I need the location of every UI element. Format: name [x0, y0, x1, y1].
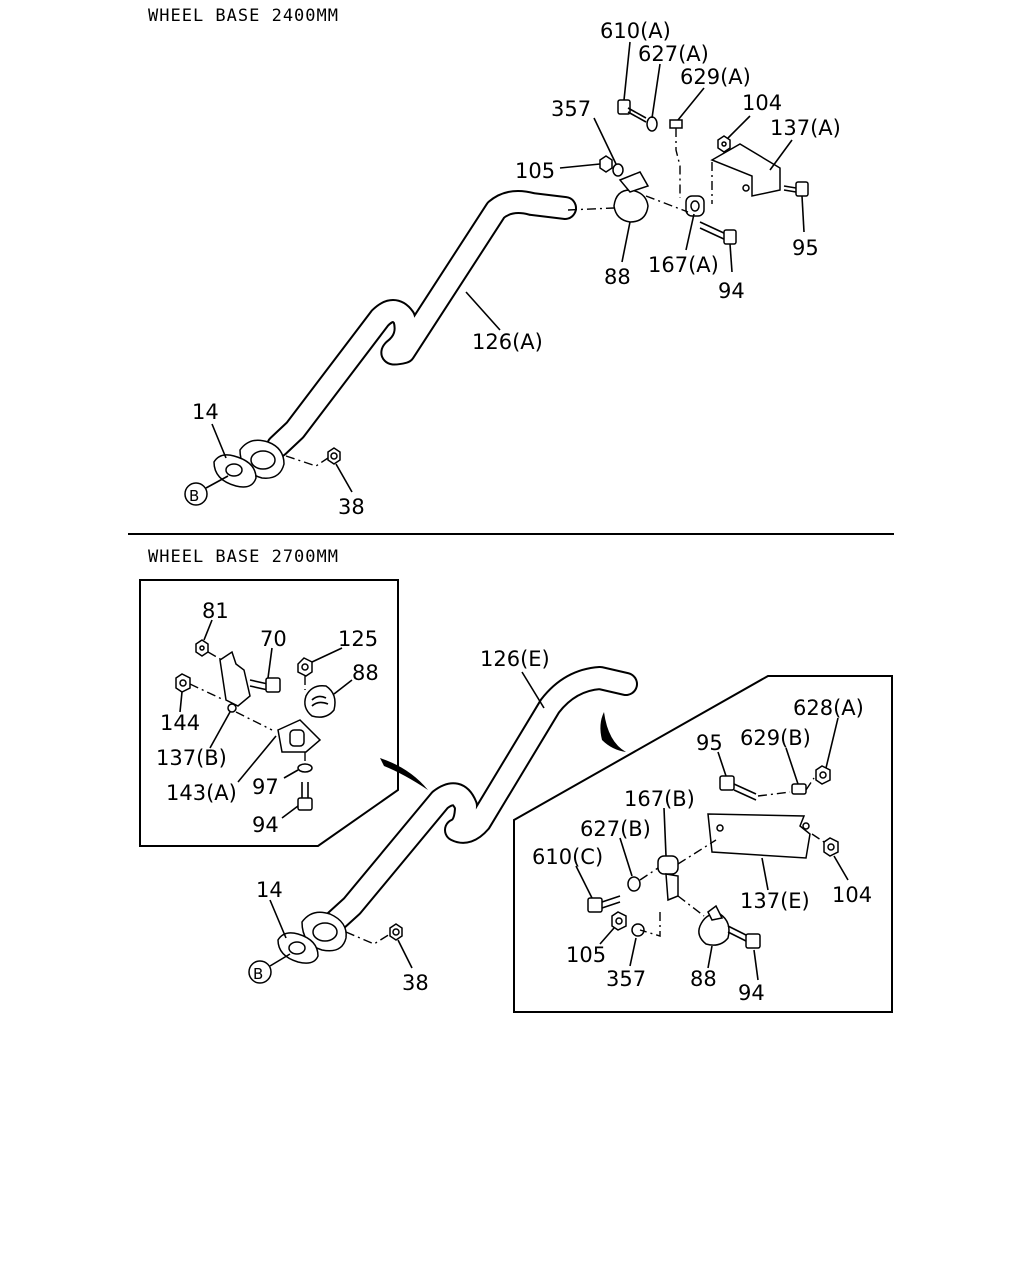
label-81: 81 — [202, 599, 229, 623]
label-137b: 137(B) — [156, 746, 227, 770]
label-627b: 627(B) — [580, 817, 651, 841]
svg-text:B: B — [189, 487, 199, 505]
svg-text:B: B — [253, 965, 263, 983]
label-14-bottom: 14 — [256, 878, 283, 902]
label-137e: 137(E) — [740, 889, 810, 913]
section-heading-2700: WHEEL BASE 2700MM — [148, 547, 339, 567]
label-94-right: 94 — [738, 981, 765, 1005]
label-88-right: 88 — [690, 967, 717, 991]
label-38: 38 — [338, 495, 365, 519]
label-14: 14 — [192, 400, 219, 424]
section-heading-2400: WHEEL BASE 2400MM — [148, 6, 339, 26]
section-wheel-base-2400: WHEEL BASE 2400MM B — [148, 6, 841, 519]
label-167a: 167(A) — [648, 253, 719, 277]
nut-38 — [327, 447, 341, 465]
label-627a: 627(A) — [638, 42, 709, 66]
label-105: 105 — [515, 159, 555, 183]
nut-38-bottom — [389, 923, 403, 941]
label-126a: 126(A) — [472, 330, 543, 354]
exhaust-pipe-126a — [266, 190, 577, 458]
label-357-right: 357 — [606, 967, 646, 991]
label-104-right: 104 — [832, 883, 872, 907]
label-629b: 629(B) — [740, 726, 811, 750]
label-629a: 629(A) — [680, 65, 751, 89]
label-95-right: 95 — [696, 731, 723, 755]
section-wheel-base-2700: WHEEL BASE 2700MM — [139, 547, 893, 1013]
label-144: 144 — [160, 711, 200, 735]
hanger-assembly-top — [567, 99, 809, 245]
label-126e: 126(E) — [480, 647, 550, 671]
exhaust-pipe-126e — [318, 666, 638, 938]
label-125: 125 — [338, 627, 378, 651]
label-94: 94 — [718, 279, 745, 303]
label-628a: 628(A) — [793, 696, 864, 720]
labels-top: 610(A) 627(A) 629(A) 357 104 137(A) 105 … — [192, 19, 841, 519]
label-95: 95 — [792, 236, 819, 260]
label-357: 357 — [551, 97, 591, 121]
label-167b: 167(B) — [624, 787, 695, 811]
callout-b-top: B — [184, 475, 229, 506]
label-143a: 143(A) — [166, 781, 237, 805]
gasket-14 — [213, 454, 257, 488]
label-610c: 610(C) — [532, 845, 603, 869]
inset-pointer-right — [600, 712, 626, 752]
callout-b-bottom: B — [248, 953, 291, 984]
label-610a: 610(A) — [600, 19, 671, 43]
label-94-left: 94 — [252, 813, 279, 837]
label-70: 70 — [260, 627, 287, 651]
label-104: 104 — [742, 91, 782, 115]
label-97: 97 — [252, 775, 279, 799]
inset-pointer-left — [380, 758, 428, 790]
label-88: 88 — [604, 265, 631, 289]
label-105-right: 105 — [566, 943, 606, 967]
inset-left-bracket-detail: 81 70 125 88 144 137(B) 143(A) 97 94 — [139, 579, 399, 847]
label-88-left: 88 — [352, 661, 379, 685]
label-38-bottom: 38 — [402, 971, 429, 995]
inset-right-bracket-detail: 628(A) 95 629(B) 167(B) 627(B) 610(C) 13… — [513, 675, 893, 1013]
label-137a: 137(A) — [770, 116, 841, 140]
leaders-top — [211, 41, 805, 493]
